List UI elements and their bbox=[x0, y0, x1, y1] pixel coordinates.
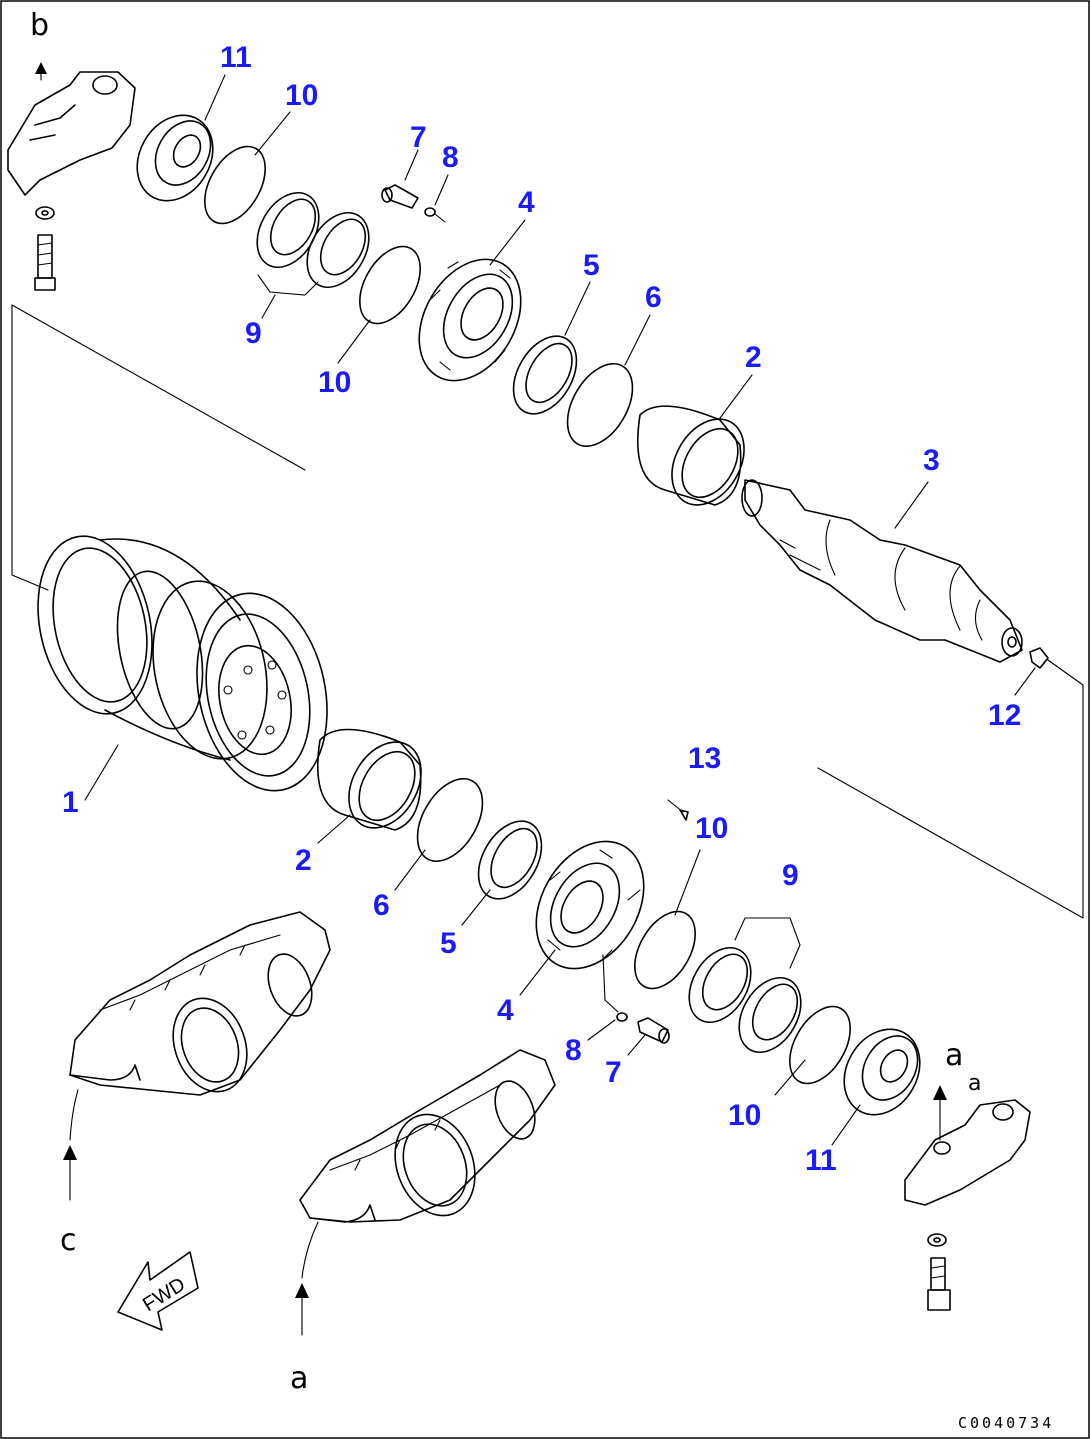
callout-10-bottom-b: 10 bbox=[728, 1099, 761, 1132]
callout-12: 12 bbox=[988, 699, 1021, 732]
arrow-a-right bbox=[933, 1085, 947, 1141]
callout-9-bottom: 9 bbox=[782, 859, 799, 892]
arrow-c bbox=[63, 1089, 79, 1201]
callout-4-top: 4 bbox=[518, 186, 535, 219]
part-2-bushing-top bbox=[637, 405, 745, 506]
part-10-oring-top-a bbox=[204, 145, 266, 225]
callout-10-top-a: 10 bbox=[285, 79, 318, 112]
callout-1: 1 bbox=[62, 786, 79, 819]
part-11-seal-top bbox=[136, 114, 214, 202]
callout-10-bottom-a: 10 bbox=[695, 812, 728, 845]
part-6-oring-bottom bbox=[416, 777, 484, 863]
track-frame-bracket-left bbox=[69, 911, 331, 1096]
callout-5-top: 5 bbox=[583, 249, 600, 282]
part-7-8-bolt-bottom bbox=[616, 1012, 670, 1044]
callout-11-top: 11 bbox=[220, 41, 252, 74]
part-2-bushing-bottom bbox=[317, 728, 422, 831]
callout-9-top: 9 bbox=[245, 317, 262, 350]
part-1-roller bbox=[37, 535, 328, 792]
part-4-collar-top bbox=[418, 258, 522, 382]
bracket-a-right bbox=[904, 1099, 1031, 1311]
part-10-oring-bottom-b bbox=[789, 1005, 851, 1085]
callout-6-bottom: 6 bbox=[373, 889, 390, 922]
ref-a-right-small: a bbox=[968, 1071, 981, 1096]
callout-3: 3 bbox=[923, 444, 940, 477]
fwd-arrow: FWD bbox=[117, 1251, 199, 1331]
callout-8-top: 8 bbox=[442, 141, 459, 174]
part-10-oring-bottom-a bbox=[634, 910, 696, 990]
ref-a-center: a bbox=[290, 1361, 308, 1396]
callout-2-bottom: 2 bbox=[295, 844, 312, 877]
part-3-shaft bbox=[741, 479, 1023, 663]
callout-labels: 11 10 7 8 4 5 6 2 9 10 3 12 13 1 10 2 9 … bbox=[62, 41, 1021, 1177]
callout-11-bottom: 11 bbox=[805, 1144, 837, 1177]
callout-10-top-b: 10 bbox=[318, 366, 351, 399]
part-5-thrust-top bbox=[512, 335, 578, 415]
callout-6-top: 6 bbox=[645, 281, 662, 314]
callout-5-bottom: 5 bbox=[440, 927, 457, 960]
leader-lines bbox=[84, 74, 1036, 1146]
part-13-fitting bbox=[667, 799, 689, 821]
ref-c: c bbox=[60, 1223, 77, 1258]
part-6-oring-top bbox=[566, 362, 634, 448]
part-9-floating-seal-top bbox=[256, 192, 370, 296]
callout-7-top: 7 bbox=[410, 121, 427, 154]
bracket-b-top bbox=[7, 71, 136, 291]
callout-7-bottom: 7 bbox=[605, 1056, 622, 1089]
part-10-oring-top-b bbox=[359, 245, 421, 325]
ref-b: b bbox=[30, 8, 49, 43]
part-9-floating-seal-bottom bbox=[688, 917, 802, 1053]
arrow-b bbox=[35, 62, 47, 81]
arrow-a-center bbox=[295, 1221, 319, 1336]
callout-4-bottom: 4 bbox=[497, 994, 514, 1027]
fwd-label: FWD bbox=[139, 1273, 189, 1316]
drawing-code: C0040734 bbox=[958, 1414, 1054, 1432]
guide-lines bbox=[11, 304, 1084, 919]
part-5-thrust-bottom bbox=[477, 820, 543, 900]
part-7-8-bolt-top bbox=[381, 184, 446, 223]
ref-a-right: a bbox=[945, 1038, 963, 1073]
part-12-plug bbox=[1029, 647, 1049, 669]
callout-8-bottom: 8 bbox=[565, 1034, 582, 1067]
track-frame-bracket-center bbox=[299, 1049, 556, 1223]
part-11-seal-bottom bbox=[843, 1028, 921, 1116]
reference-letters: b c a a a bbox=[30, 8, 981, 1396]
part-4-collar-bottom bbox=[535, 840, 645, 1013]
callout-2-top: 2 bbox=[745, 341, 762, 374]
callout-13: 13 bbox=[688, 742, 721, 775]
